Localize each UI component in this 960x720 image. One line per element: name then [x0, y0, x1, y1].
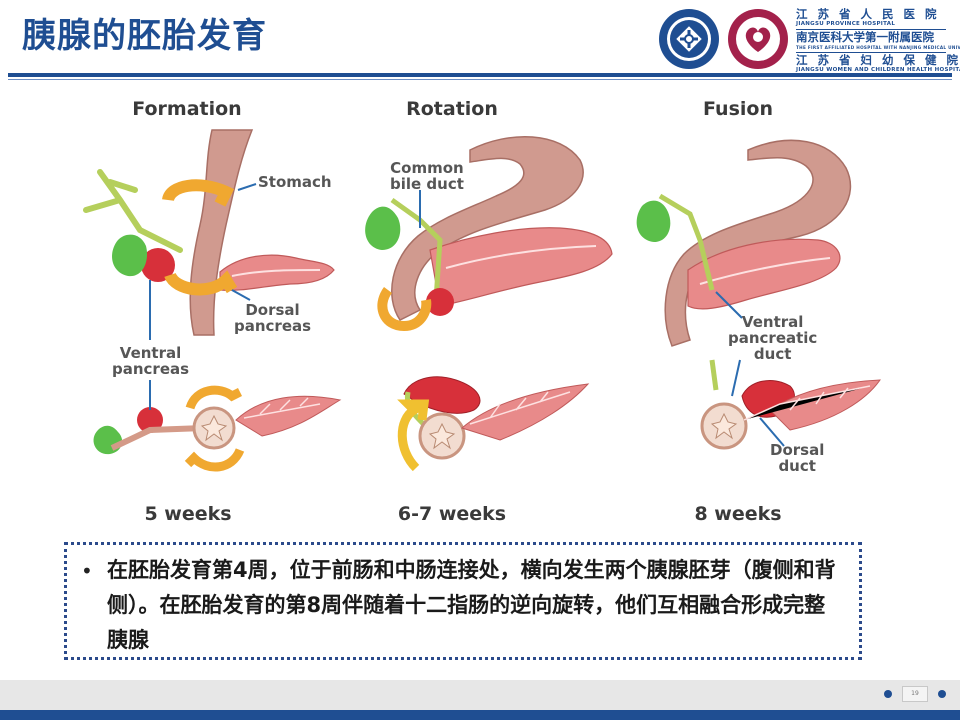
- label-ventral-pancreatic-duct: Ventral pancreatic duct: [728, 313, 818, 363]
- stomach-shape-rotation: [391, 135, 584, 321]
- hospital-name-2-en: THE FIRST AFFILIATED HOSPITAL WITH NANJI…: [796, 45, 960, 50]
- page-title: 胰腺的胚胎发育: [22, 16, 267, 56]
- stage-heading-fusion: Fusion: [703, 98, 773, 120]
- pancreas-development-illustration: [83, 129, 881, 472]
- hospital-logo-icon: [659, 9, 719, 69]
- hospital-name-3-en: JIANGSU WOMEN AND CHILDREN HEALTH HOSPIT…: [796, 67, 960, 73]
- label-dorsal-pancreas: Dorsal pancreas: [234, 301, 312, 335]
- fusion-panel: [636, 139, 881, 450]
- week-label-8: 8 weeks: [694, 503, 782, 525]
- footer-band: [0, 680, 960, 710]
- label-common-bile-duct: Common bile duct: [390, 159, 464, 193]
- hospital-name-2-cn: 南京医科大学第一附属医院: [796, 30, 934, 44]
- stage-heading-rotation: Rotation: [406, 98, 498, 120]
- week-label-6-7: 6-7 weeks: [397, 503, 507, 525]
- footer-bar: [0, 710, 960, 720]
- description-box: • 在胚胎发育第4周，位于前肠和中肠连接处，横向发生两个胰腺胚芽（腹侧和背侧）。…: [64, 542, 862, 660]
- gallbladder-shape: [112, 234, 148, 277]
- rotation-panel: [365, 135, 613, 472]
- hospital-name-3-cn: 江 苏 省 妇 幼 保 健 院: [796, 53, 960, 67]
- page-number: 19: [902, 686, 928, 702]
- footer-dot-right-icon: [938, 690, 946, 698]
- maternal-health-logo-icon: [728, 9, 788, 69]
- label-dorsal-duct: Dorsal duct: [770, 441, 825, 475]
- hospital-names: 江 苏 省 人 民 医 院 JIANGSU PROVINCE HOSPITAL …: [796, 7, 960, 74]
- title-divider: [8, 73, 952, 77]
- week-label-5: 5 weeks: [144, 503, 232, 525]
- ventral-bud-shape: [141, 248, 175, 282]
- hospital-name-1-en: JIANGSU PROVINCE HOSPITAL: [796, 21, 896, 27]
- label-stomach: Stomach: [258, 173, 332, 191]
- title-divider-thin: [8, 79, 952, 80]
- label-ventral-pancreas: Ventral pancreas: [112, 344, 190, 378]
- dorsal-pancreas-shape: [219, 254, 335, 291]
- description-text: 在胚胎发育第4周，位于前肠和中肠连接处，横向发生两个胰腺胚芽（腹侧和背侧）。在胚…: [107, 558, 836, 652]
- bullet-icon: •: [81, 559, 93, 583]
- hospital-name-1-cn: 江 苏 省 人 民 医 院: [796, 7, 940, 21]
- stage-heading-formation: Formation: [132, 98, 242, 120]
- formation-panel: [83, 129, 342, 472]
- footer-dot-left-icon: [884, 690, 892, 698]
